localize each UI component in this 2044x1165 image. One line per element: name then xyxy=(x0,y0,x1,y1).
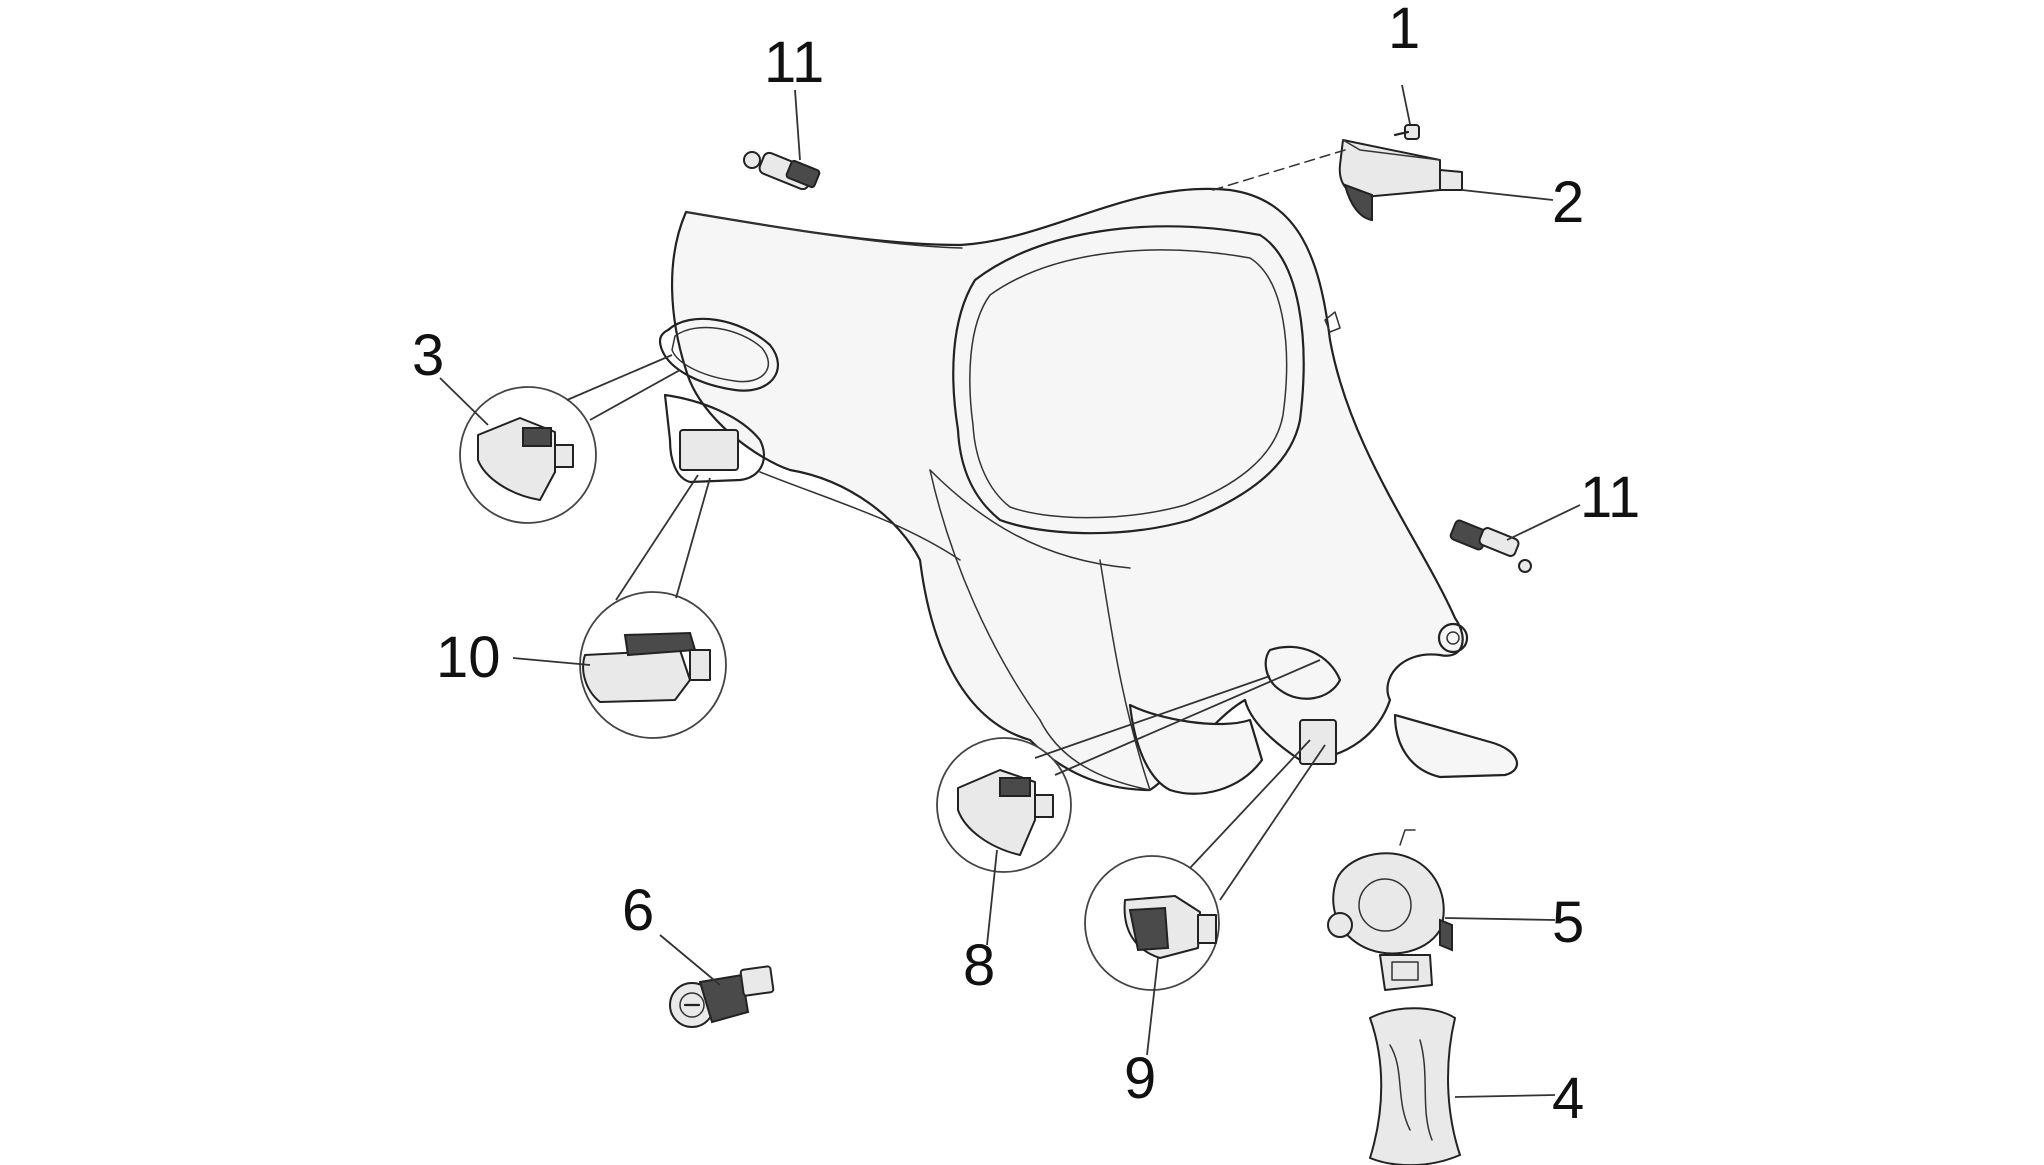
label-part-6: 6 xyxy=(622,878,654,943)
label-part-4: 4 xyxy=(1552,1066,1584,1131)
label-part-9: 9 xyxy=(1124,1046,1156,1111)
callout-labels: 1 2 3 4 5 6 8 9 10 11 11 xyxy=(412,0,1640,1131)
label-part-5: 5 xyxy=(1552,890,1584,955)
part-11-bulb-holder-right xyxy=(1449,504,1581,573)
label-part-10: 10 xyxy=(436,625,501,690)
part-11-bulb-holder-top xyxy=(743,89,821,191)
part-2-connector xyxy=(1212,139,1554,222)
part-9-switch-detail xyxy=(1084,739,1326,1056)
label-part-11-top: 11 xyxy=(764,30,824,95)
part-4-sleeve xyxy=(1369,1007,1556,1165)
part-10-switch-detail xyxy=(512,474,727,739)
part-8-switch-detail xyxy=(936,659,1321,946)
part-5-horn xyxy=(1327,829,1556,991)
label-part-1: 1 xyxy=(1388,0,1420,61)
part-3-switch-detail xyxy=(439,354,681,524)
part-1-screw xyxy=(1393,84,1420,140)
label-part-2: 2 xyxy=(1552,170,1584,235)
handlebar-cover-body xyxy=(658,187,1518,795)
part-6-ignition-lock xyxy=(659,934,775,1028)
label-part-11-right: 11 xyxy=(1580,465,1640,530)
label-part-3: 3 xyxy=(412,323,444,388)
label-part-8: 8 xyxy=(963,933,995,998)
